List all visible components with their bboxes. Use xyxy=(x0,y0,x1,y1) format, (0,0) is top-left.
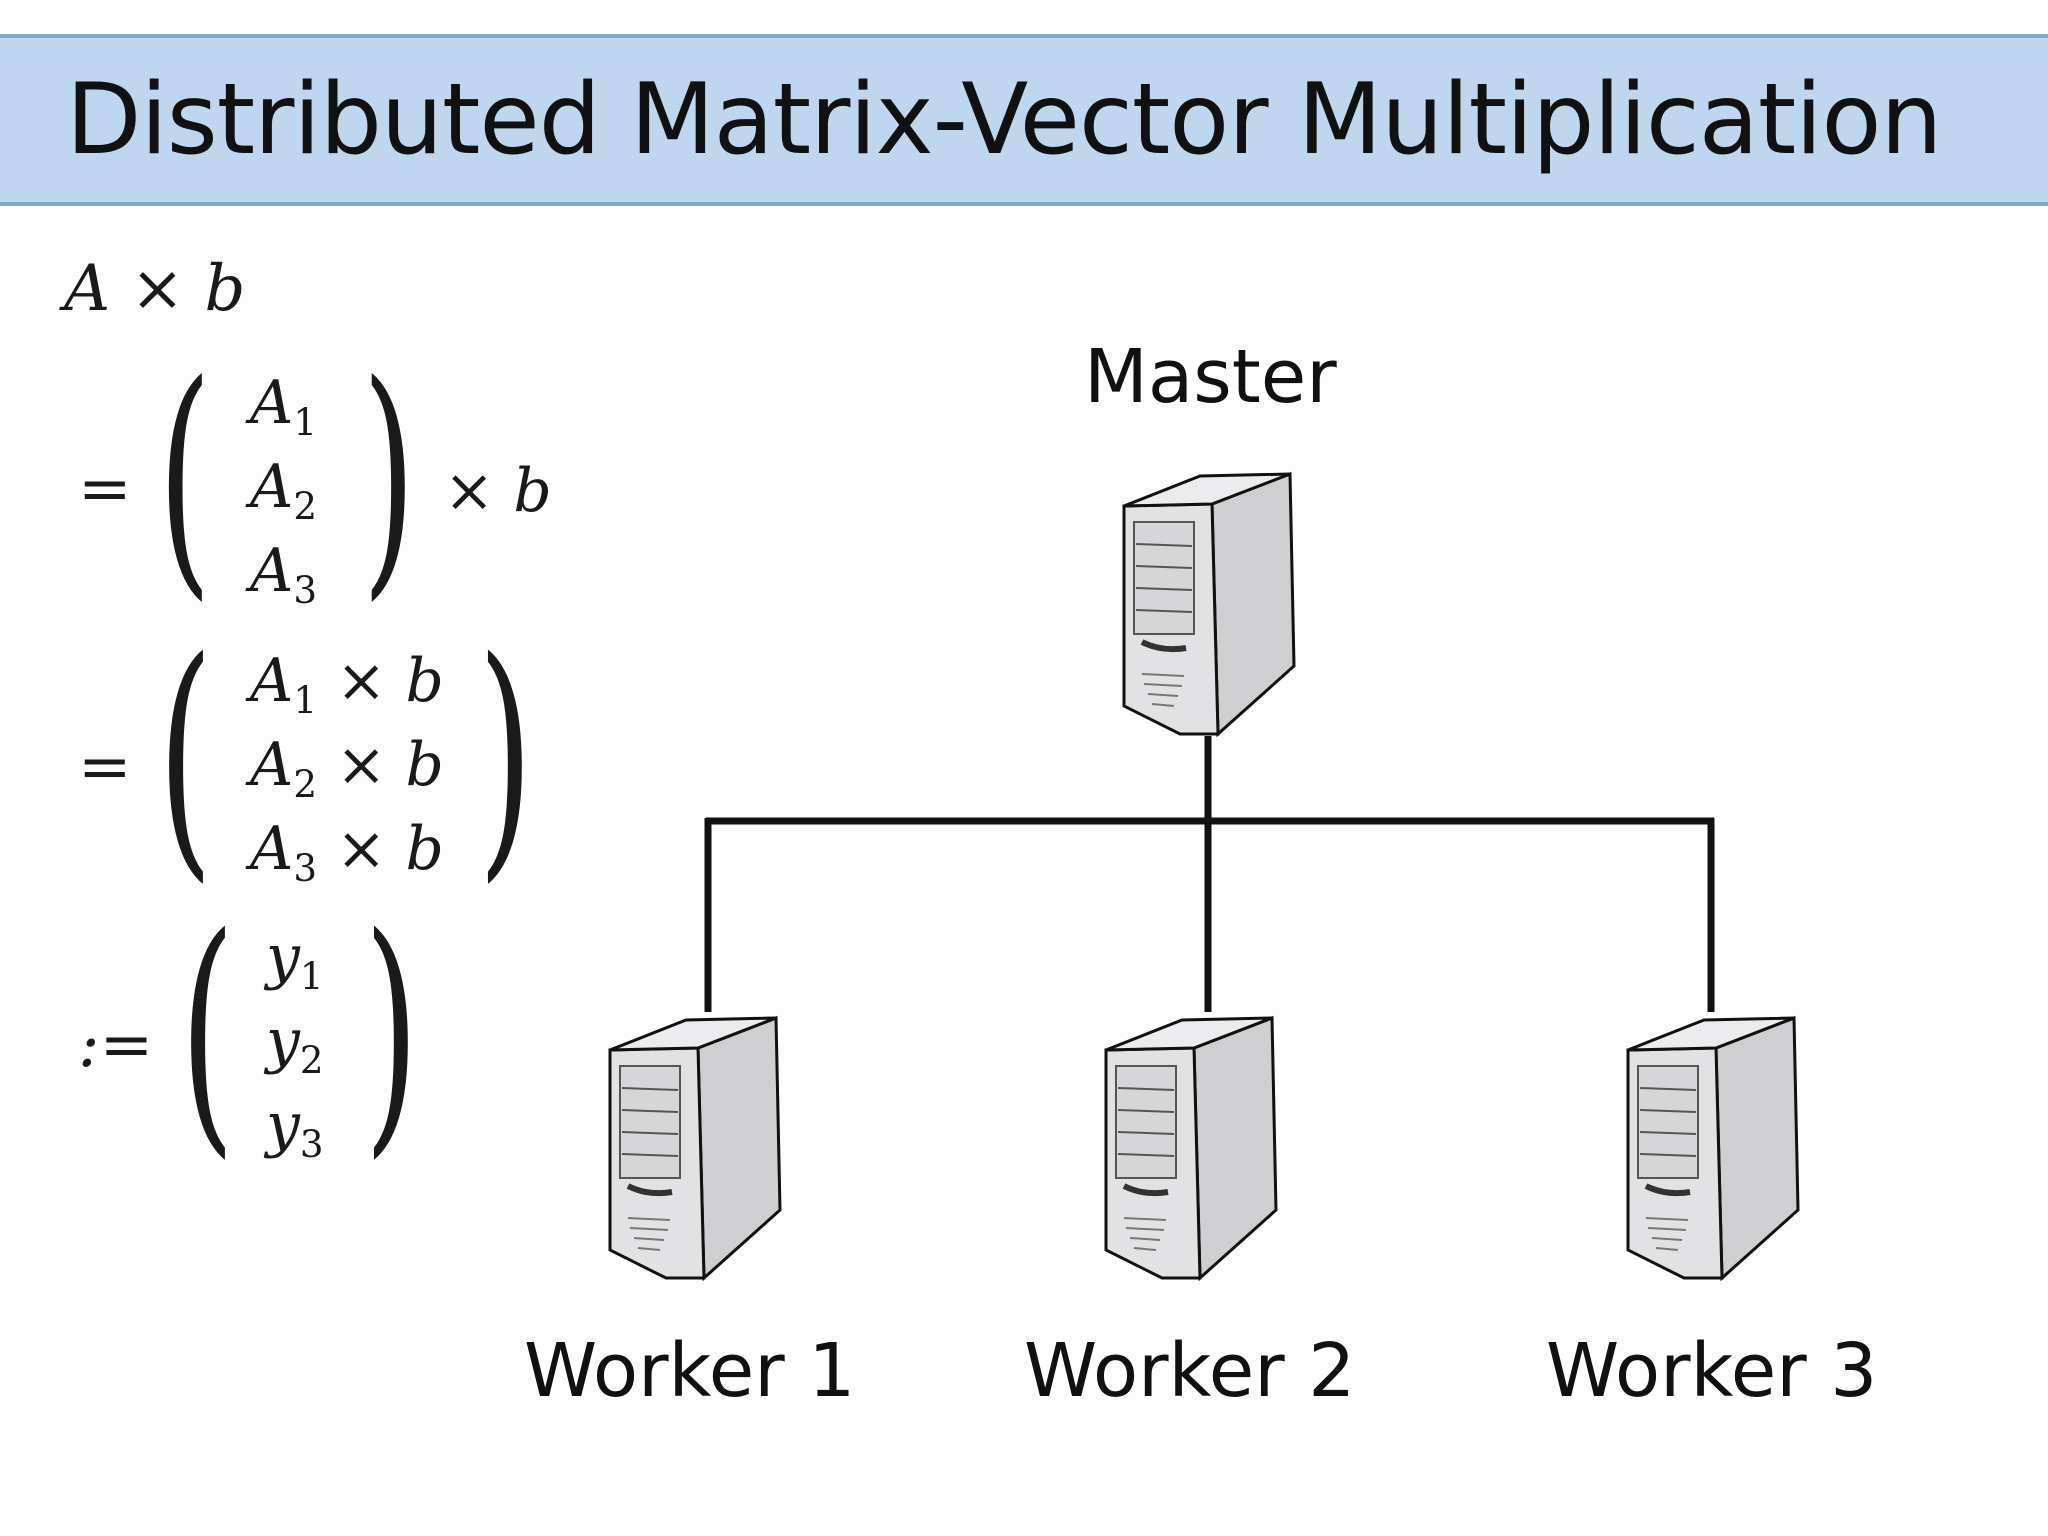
row-a2-times-b: A2 × b xyxy=(250,730,444,806)
equals-sign-2: = xyxy=(78,730,132,804)
times-b-suffix: × b xyxy=(444,456,552,526)
worker-2-server-icon xyxy=(1106,1018,1276,1278)
defined-as-sign: := xyxy=(78,1008,154,1082)
row-y2: y2 xyxy=(266,1006,324,1082)
row-a1-times-b: A1 × b xyxy=(250,646,444,722)
network-lines xyxy=(704,736,1715,1012)
worker-1-server-icon xyxy=(610,1018,780,1278)
slide-title: Distributed Matrix-Vector Multiplication xyxy=(66,63,1943,177)
row-a3: A3 xyxy=(250,536,318,612)
left-paren-2: ( xyxy=(158,607,213,905)
equation-line-1: A × b xyxy=(64,252,246,326)
left-paren-1: ( xyxy=(158,331,212,622)
vector-symbol: b xyxy=(204,252,246,326)
row-a2: A2 xyxy=(250,452,318,528)
master-server-icon xyxy=(1124,474,1294,734)
row-a3-times-b: A3 × b xyxy=(250,814,444,890)
row-y3: y3 xyxy=(266,1090,324,1166)
worker-3-server-icon xyxy=(1628,1018,1798,1278)
equals-sign-1: = xyxy=(78,452,132,526)
right-paren-1: ) xyxy=(362,331,416,622)
master-label: Master xyxy=(1084,334,1337,420)
row-a1: A1 xyxy=(250,368,318,444)
row-y1: y1 xyxy=(266,922,324,998)
right-paren-2: ) xyxy=(478,607,533,905)
worker-1-label: Worker 1 xyxy=(524,1328,856,1414)
worker-3-label: Worker 3 xyxy=(1546,1328,1878,1414)
right-paren-3: ) xyxy=(364,883,419,1181)
left-paren-3: ( xyxy=(180,883,235,1181)
times-operator: × xyxy=(130,252,185,326)
title-bar: Distributed Matrix-Vector Multiplication xyxy=(0,34,2048,206)
worker-2-label: Worker 2 xyxy=(1024,1328,1356,1414)
matrix-symbol: A xyxy=(64,252,111,326)
